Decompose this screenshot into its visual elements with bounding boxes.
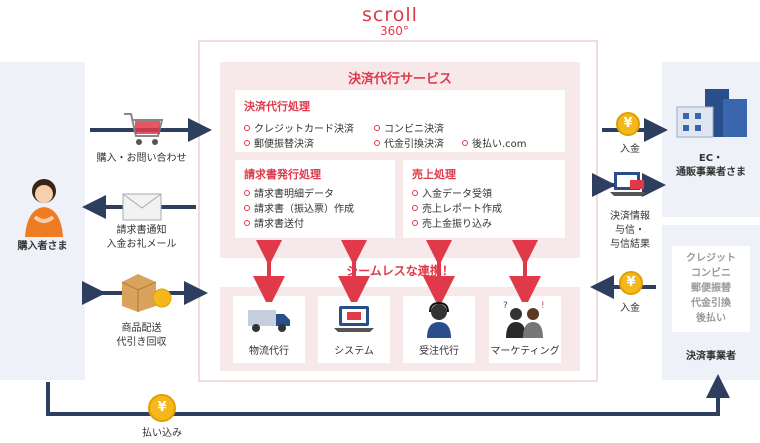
logo: scroll 360° <box>360 4 450 38</box>
partner-card-system: システム <box>318 296 390 363</box>
yen-coin-icon: ¥ <box>148 394 176 422</box>
connector-arrows <box>253 240 541 302</box>
laptop-card-icon <box>610 172 646 196</box>
cart-icon <box>124 113 164 145</box>
payment-provider-label: 決済事業者 <box>686 351 736 362</box>
deposit-top-label: 入金 <box>620 144 640 155</box>
partner-card-order: 受注代行 <box>403 296 475 363</box>
ec-label-line2: 通販事業者さま <box>676 167 746 178</box>
service-item: 入金データ受領 <box>412 185 492 200</box>
service-title: 決済代行サービス <box>347 72 452 87</box>
ec-label-line1: EC・ <box>698 153 724 164</box>
partner-card-marketing: ? ! マーケティング <box>489 296 561 363</box>
payment-type: クレジット <box>686 253 736 264</box>
invoice-label: 入金お礼メール <box>106 239 177 250</box>
buyer-label: 購入者さま <box>17 241 68 252</box>
service-item: 後払い.com <box>462 135 527 150</box>
payment-type: 後払い <box>696 313 726 324</box>
payment-processing-box <box>235 90 565 152</box>
yen-coin-icon: ¥ <box>616 112 640 136</box>
service-item: 代金引換決済 <box>374 135 444 150</box>
info-label: 与信結果 <box>610 239 650 250</box>
laptop-icon <box>334 306 374 332</box>
truck-icon <box>248 310 290 332</box>
service-item: 請求書（振込票）作成 <box>244 200 354 215</box>
svg-text:?: ? <box>503 301 508 311</box>
service-item: 売上金振り込み <box>412 215 492 230</box>
service-item: 売上レポート作成 <box>412 200 502 215</box>
payment-types-box <box>672 246 750 332</box>
partner-card-logistics: 物流代行 <box>233 296 305 363</box>
service-item: 請求書明細データ <box>244 185 334 200</box>
partner-label: 受注代行 <box>419 346 459 357</box>
service-item: クレジットカード決済 <box>244 120 354 135</box>
info-label: 与信・ <box>615 225 645 236</box>
delivery-label: 商品配送 <box>121 323 162 334</box>
invoice-processing-box <box>235 160 395 238</box>
mail-icon <box>122 193 162 221</box>
flow-arrow <box>46 374 730 416</box>
logo-main-text: scroll <box>362 4 418 26</box>
delivery-label: 代引き回収 <box>116 337 167 348</box>
payment-type: 郵便振替 <box>691 283 731 294</box>
inquiry-label: 購入・お問い合わせ <box>96 153 187 164</box>
buyer-person-icon <box>25 179 63 237</box>
payin-label: 払い込み <box>142 428 182 439</box>
payment-type: コンビニ <box>691 268 731 279</box>
deposit-bottom-label: 入金 <box>620 303 640 314</box>
partner-label: 物流代行 <box>249 346 289 357</box>
ec-panel <box>662 62 760 217</box>
service-item: 請求書送付 <box>244 215 304 230</box>
package-icon <box>121 274 172 312</box>
sales-processing-title: 売上処理 <box>412 168 456 181</box>
service-item: 郵便振替決済 <box>244 135 314 150</box>
operator-icon <box>427 302 451 338</box>
partner-label: システム <box>334 346 374 357</box>
building-icon <box>676 89 747 138</box>
logo-sub-text: 360° <box>380 24 409 38</box>
invoice-processing-title: 請求書発行処理 <box>244 168 321 181</box>
svg-text:!: ! <box>541 301 545 311</box>
service-item: コンビニ決済 <box>374 120 444 135</box>
invoice-label: 請求書通知 <box>116 225 167 236</box>
sales-processing-box <box>403 160 565 238</box>
people-icon: ? ! <box>503 301 545 338</box>
payment-processing-title: 決済代行処理 <box>244 100 310 113</box>
yen-coin-icon: ¥ <box>619 271 643 295</box>
info-label: 決済情報 <box>610 211 650 222</box>
payment-type: 代金引換 <box>691 298 731 309</box>
partner-label: マーケティング <box>490 346 560 357</box>
